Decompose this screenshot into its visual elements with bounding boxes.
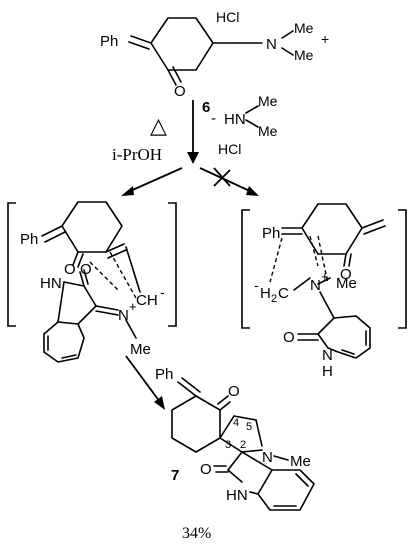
locant-3: 3: [225, 439, 231, 451]
amine-hn: HN: [224, 111, 246, 128]
compound-label-6: 6: [202, 99, 210, 116]
n-plus: N: [118, 307, 129, 324]
intermediate-right: Ph O - H 2 C N + Me O N H: [241, 203, 407, 380]
hcl-salt: HCl: [216, 9, 239, 25]
n-charge: +: [129, 299, 137, 314]
hcl-byproduct: HCl: [218, 141, 241, 157]
me-label: Me: [336, 275, 357, 292]
ph-label: Ph: [100, 33, 118, 50]
oxygen-ring: O: [228, 383, 240, 400]
heat-symbol: △: [150, 113, 167, 138]
h-label: H: [322, 363, 333, 380]
branch-arrows: [121, 167, 259, 196]
ph-label: Ph: [20, 231, 38, 248]
oxygen: O: [174, 83, 186, 100]
reaction-conditions: △ i-PrOH - HN Me Me HCl: [112, 93, 278, 164]
amine-me-bottom: Me: [258, 123, 278, 139]
me-label: Me: [290, 453, 311, 470]
h2c-c: C: [278, 285, 289, 302]
me-label: Me: [130, 341, 151, 358]
compound-6: Ph HCl N Me Me + O 6: [100, 9, 329, 116]
h2c-subscript: 2: [271, 293, 277, 305]
oxygen-lactam: O: [200, 461, 212, 478]
product-arrow: [125, 355, 165, 410]
locant-2: 2: [240, 439, 246, 451]
n-label: N: [322, 347, 333, 364]
n-charge: +: [321, 31, 329, 47]
oxygen-lactam: O: [80, 261, 92, 278]
locant-5: 5: [246, 421, 252, 433]
n-charge: +: [321, 269, 329, 284]
nh-label: HN: [40, 275, 62, 292]
oxygen-ring: O: [64, 261, 76, 278]
me-bottom: Me: [294, 47, 314, 63]
compound-7: Ph O 4 5 3 2 N Me O HN 7: [155, 366, 315, 511]
oxygen-ring: O: [340, 266, 352, 283]
compound-label-7: 7: [171, 467, 179, 484]
amine-me-top: Me: [258, 93, 278, 109]
oxygen-lactam: O: [283, 329, 295, 346]
carbanion-charge: -: [160, 284, 165, 300]
locant-4: 4: [233, 417, 239, 429]
ph-label: Ph: [155, 366, 173, 383]
h2c-charge: -: [254, 277, 259, 293]
solvent: i-PrOH: [112, 145, 162, 164]
carbanion: CH: [136, 292, 158, 309]
n-label: N: [262, 449, 273, 466]
minus-sign: -: [211, 110, 216, 127]
ph-label: Ph: [262, 225, 280, 242]
intermediate-left: Ph O O HN CH - N + Me: [7, 201, 177, 363]
h2c-h: H: [260, 285, 271, 302]
me-top: Me: [294, 20, 314, 36]
n-atom: N: [266, 36, 277, 53]
yield: 34%: [182, 525, 211, 542]
n-plus: N: [310, 277, 321, 294]
nh-label: HN: [226, 487, 248, 504]
